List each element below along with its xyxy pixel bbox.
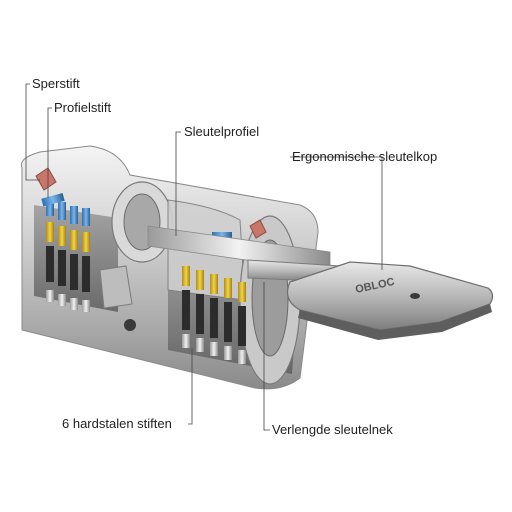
label-sleutelprofiel: Sleutelprofiel	[184, 124, 260, 139]
leader-line-sleutelkop	[290, 156, 383, 270]
left-pin-stack	[46, 198, 90, 312]
right-pin-stack	[182, 266, 246, 364]
plug-sperstift-pin	[249, 219, 267, 239]
key-hole	[410, 293, 420, 299]
label-profielstift: Profielstift	[54, 100, 112, 115]
leader-line-sleutelprofiel	[175, 131, 181, 236]
label-sleutelnek: Verlengde sleutelnek	[272, 422, 393, 437]
cylinder-cam	[99, 265, 133, 309]
cylinder-screw-hole	[124, 319, 136, 331]
sperstift-pin	[35, 167, 57, 191]
leader-line-sleutelnek	[263, 282, 270, 431]
label-stiften: 6 hardstalen stiften	[62, 416, 172, 431]
leader-line-stiften	[188, 348, 193, 425]
label-sperstift: Sperstift	[32, 76, 80, 91]
leader-line-profielstift	[47, 107, 52, 198]
profielstift-pin	[41, 193, 65, 207]
leader-line-sperstift	[25, 83, 40, 181]
leader-lines	[25, 83, 383, 431]
plug-blue-pin	[212, 232, 232, 239]
label-sleutelkop: Ergonomische sleutelkop	[292, 149, 438, 164]
key-head-shadow	[298, 304, 492, 340]
